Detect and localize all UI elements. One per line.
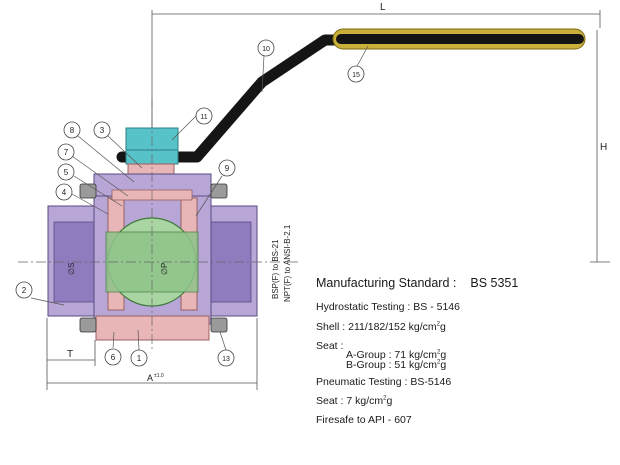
callout-3: 3 <box>93 121 143 169</box>
group-a-pressure: A-Group : 71 kg/cm2g <box>346 349 447 361</box>
dim-length-label: L <box>380 2 386 13</box>
seat-test-pressure: Seat : 7 kg/cm2g <box>316 395 393 407</box>
svg-text:7: 7 <box>64 148 69 157</box>
svg-text:6: 6 <box>111 353 116 362</box>
svg-text:2: 2 <box>22 286 27 295</box>
body-bolts <box>79 183 228 333</box>
callout-1: 1 <box>130 329 148 367</box>
manufacturing-standard: Manufacturing Standard : BS 5351 <box>316 276 518 290</box>
svg-text:1: 1 <box>137 354 142 363</box>
svg-text:10: 10 <box>262 46 270 53</box>
dimension-lines <box>46 10 610 390</box>
callout-9: 9 <box>195 159 236 217</box>
dim-port-s-label: ∅S <box>67 263 76 275</box>
svg-text:5: 5 <box>64 168 69 177</box>
callout-11: 11 <box>171 107 213 141</box>
svg-text:11: 11 <box>200 114 207 121</box>
manufacturing-standard-value: BS 5351 <box>470 276 519 290</box>
dim-overall-width-label: A <box>147 373 153 383</box>
svg-text:8: 8 <box>70 126 75 135</box>
callout-5: 5 <box>57 163 123 207</box>
handle <box>116 28 586 163</box>
callouts: 1 2 3 4 5 6 7 <box>15 39 369 367</box>
seat-label: Seat : <box>316 340 344 352</box>
callout-7: 7 <box>57 143 129 197</box>
callout-8: 8 <box>63 121 135 183</box>
thread-note-bsp: BSP(F) to BS-21 <box>271 239 280 299</box>
svg-text:4: 4 <box>62 188 67 197</box>
manufacturing-standard-label: Manufacturing Standard : <box>316 276 457 290</box>
firesafe-standard: Firesafe to API - 607 <box>316 414 412 426</box>
pneumatic-testing: Pneumatic Testing : BS-5146 <box>316 376 452 388</box>
callout-13: 13 <box>217 331 235 367</box>
dim-end-length-label: T <box>67 349 73 360</box>
svg-text:3: 3 <box>100 126 105 135</box>
shell-pressure: Shell : 211/182/152 kg/cm2g <box>316 321 446 333</box>
callout-10: 10 <box>257 39 275 93</box>
hydrostatic-testing: Hydrostatic Testing : BS - 5146 <box>316 301 460 313</box>
dim-height-label: H <box>600 142 607 153</box>
svg-text:13: 13 <box>222 356 230 363</box>
callout-4: 4 <box>55 183 109 215</box>
callout-15: 15 <box>347 45 369 83</box>
centerlines <box>18 100 300 350</box>
dim-overall-width-tol: ±1.0 <box>154 373 164 379</box>
thread-note-npt: NPT(F) to ANSI-B-2.1 <box>283 224 292 302</box>
dim-port-p-label: ∅P <box>160 263 169 275</box>
group-b-pressure: B-Group : 51 kg/cm2g <box>346 359 447 371</box>
svg-text:9: 9 <box>225 164 230 173</box>
svg-text:15: 15 <box>352 72 360 79</box>
callout-6: 6 <box>104 331 122 366</box>
callout-2: 2 <box>15 281 65 306</box>
